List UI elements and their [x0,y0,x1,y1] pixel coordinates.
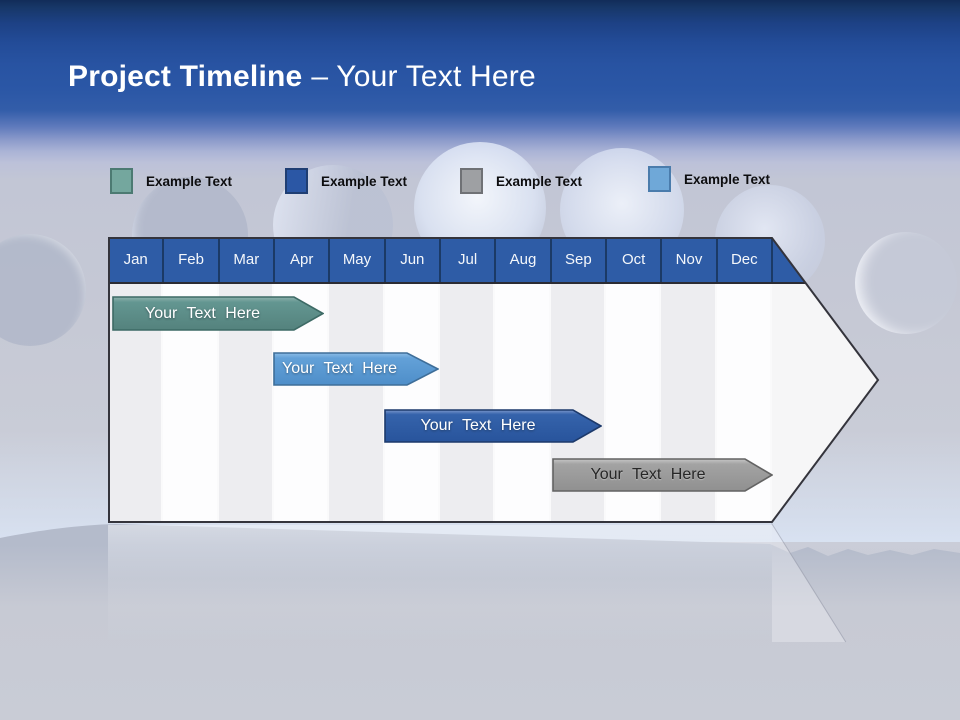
timeline-bar-2[interactable]: Your Text Here [273,352,439,386]
month-label: Mar [233,251,260,268]
bar-label: Your Text Here [145,304,260,322]
month-header-cell: Aug [495,237,550,282]
month-label: Jul [458,251,478,268]
month-header-cell: Mar [219,237,274,282]
month-label: Sep [564,251,592,268]
header-separator [549,237,552,282]
month-header-cell: Jul [440,237,495,282]
bar-label: Your Text Here [420,417,536,434]
month-column: Aug [495,237,551,523]
header-separator [328,237,331,282]
header-separator [604,237,607,282]
page-title-main: Project Timeline [68,60,303,93]
header-separator [438,237,441,282]
timeline-table: Jan Feb Mar Apr May Jun Jul Aug Sep Oct Nov Dec You… [108,237,880,523]
legend-swatch-teal [110,168,133,194]
month-column-body [439,284,496,521]
month-label: Nov [675,251,703,268]
header-separator [494,237,497,282]
header-separator [217,237,220,282]
month-column: Mar [218,237,274,523]
month-column-body [329,284,385,521]
header-separator [660,237,663,282]
header-separator [383,237,386,282]
bar-arrow-shape [112,296,324,331]
month-column: Jan [108,237,164,523]
page-title-placeholder: – Your Text Here [311,60,536,93]
month-label: Oct [621,251,646,268]
month-label: Jan [123,251,148,268]
month-label: Feb [178,251,204,268]
bar-arrow-shape [273,352,439,386]
month-header-cell: May [329,237,384,282]
legend-item[interactable]: Example Text [110,168,232,194]
month-header-cell: Dec [717,237,772,282]
month-header-cell: Sep [551,237,606,282]
legend-item[interactable]: Example Text [648,166,770,192]
bar-label: Your Text Here [282,360,397,377]
legend-label: Example Text [496,173,583,189]
month-column-body [495,284,551,521]
bar-arrow-shape [384,409,602,443]
legend-swatch-gray [460,168,483,194]
bar-arrow-shape [552,458,773,492]
month-header-cell: Nov [661,237,716,282]
month-label: Aug [509,251,537,268]
table-reflection [108,525,772,645]
month-header-cell: Apr [274,237,329,282]
month-label: May [342,251,372,268]
month-column: Jul [439,237,496,523]
legend-item[interactable]: Example Text [460,168,582,194]
month-header-cell: Jan [108,237,163,282]
legend-label: Example Text [684,171,771,187]
moon-phase-image [0,234,86,346]
month-header-cell: Jun [385,237,440,282]
month-column: Feb [163,237,219,523]
legend-item[interactable]: Example Text [285,168,407,194]
legend-label: Example Text [321,173,408,189]
legend-swatch-lightblue [648,166,671,192]
header-separator [715,237,718,282]
timeline-bar-4[interactable]: Your Text Here [552,458,773,492]
timeline-bar-1[interactable]: Your Text Here [112,296,324,331]
page-title[interactable]: Project Timeline– Your Text Here [68,60,536,94]
month-header-cell: Oct [606,237,661,282]
month-label: Dec [730,251,758,268]
month-label: Jun [400,251,425,268]
timeline-bar-3[interactable]: Your Text Here [384,409,602,443]
header-separator [162,237,165,282]
legend-swatch-blue [285,168,308,194]
month-label: Apr [289,251,314,268]
header-separator [272,237,275,282]
month-header-cell: Feb [163,237,218,282]
bar-label: Your Text Here [590,466,706,483]
legend-label: Example Text [146,173,233,189]
header-separator [770,237,773,282]
month-column-body [384,284,440,521]
